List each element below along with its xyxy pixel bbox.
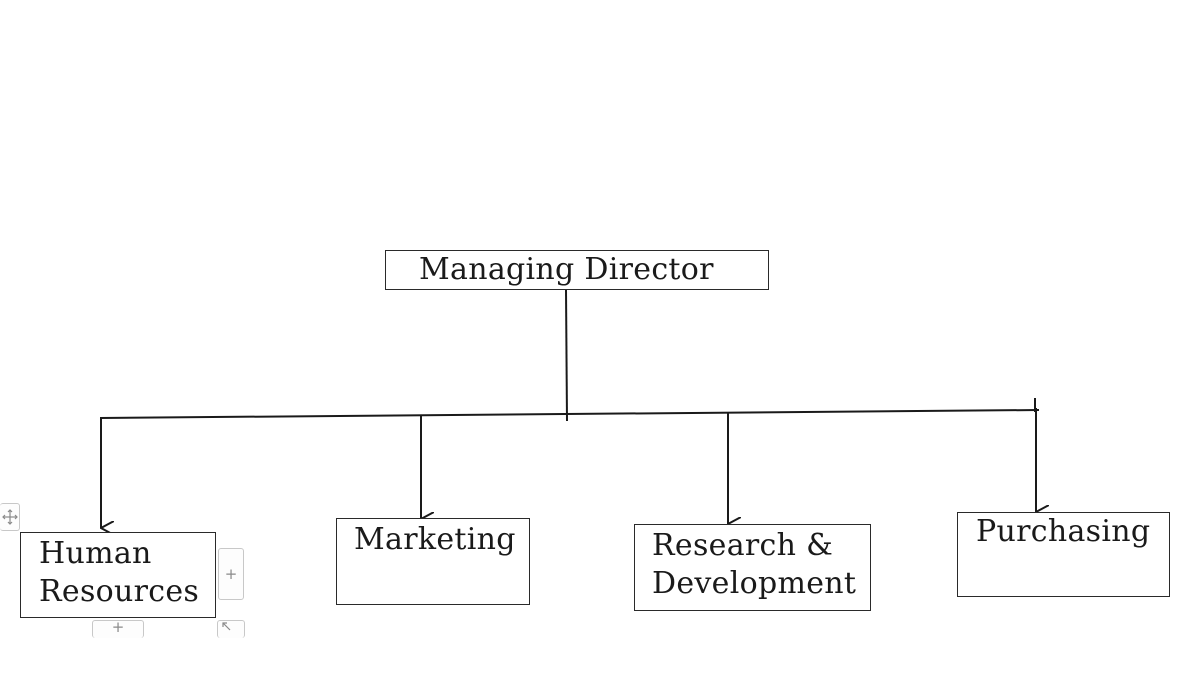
marketing-box[interactable]: Marketing <box>336 518 530 605</box>
human-resources-label-line-2: Resources <box>39 574 200 609</box>
plus-icon: + <box>111 618 125 636</box>
move-handle-icon[interactable] <box>0 503 20 531</box>
human-resources-box[interactable]: Human Resources <box>20 532 216 618</box>
root-stem-line <box>565 289 568 422</box>
plus-icon: + <box>224 565 238 583</box>
marketing-label: Marketing <box>354 522 516 557</box>
horizontal-bus-line <box>99 409 1040 419</box>
purchasing-box[interactable]: Purchasing <box>957 512 1170 597</box>
research-development-label-line-2: Development <box>652 566 857 601</box>
purchasing-label: Purchasing <box>976 514 1151 549</box>
resize-handle[interactable] <box>217 620 245 638</box>
research-development-label-line-1: Research & <box>652 528 834 563</box>
resize-arrow-icon <box>222 622 231 631</box>
managing-director-box[interactable]: Managing Director <box>385 250 769 290</box>
human-resources-label-line-1: Human <box>39 536 152 571</box>
research-development-box[interactable]: Research & Development <box>634 524 871 611</box>
add-shape-right-button[interactable]: + <box>218 548 244 600</box>
add-shape-below-button[interactable]: + <box>92 620 144 638</box>
managing-director-label: Managing Director <box>419 252 714 287</box>
